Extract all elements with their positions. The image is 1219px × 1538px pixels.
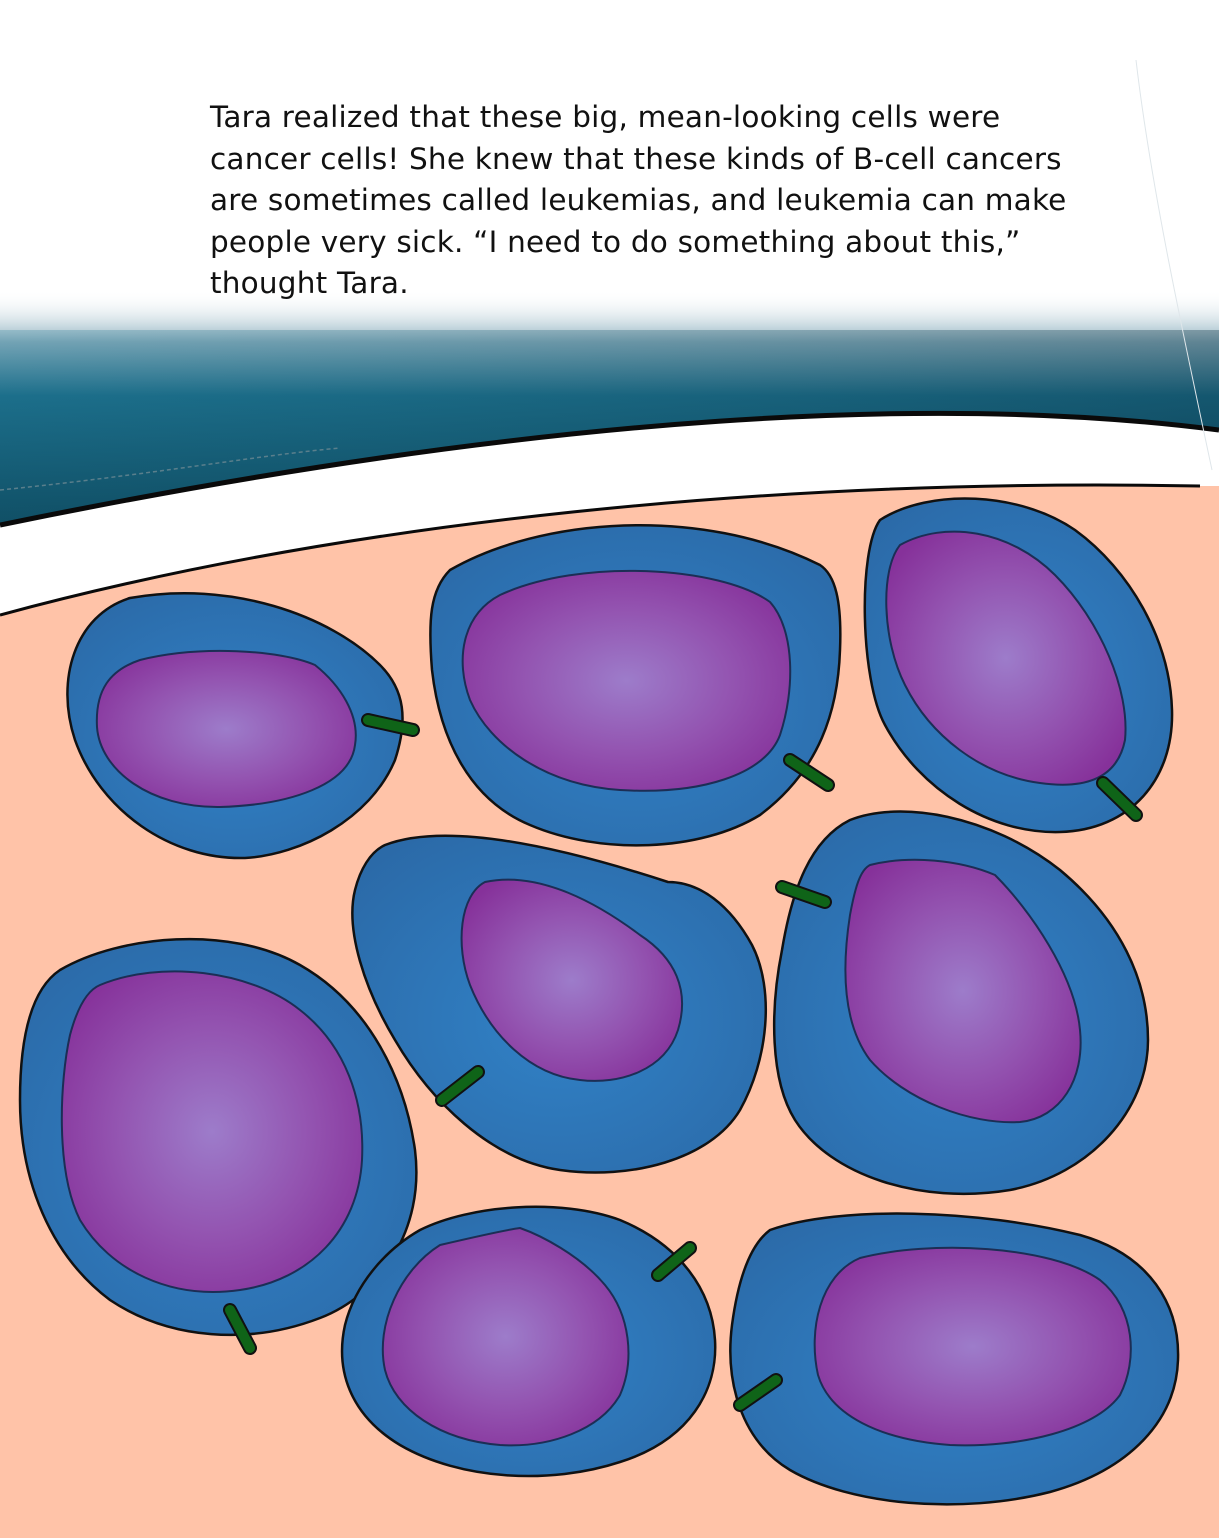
- vessel-band: [0, 290, 1219, 528]
- story-line: Tara realized that these big, mean-looki…: [210, 100, 1001, 134]
- cancer-cell: [351, 834, 767, 1174]
- story-line: are sometimes called leukemias, and leuk…: [210, 183, 1067, 217]
- story-text: Tara realized that these big, mean-looki…: [210, 97, 1140, 305]
- story-line: thought Tara.: [210, 266, 409, 300]
- cancer-cell: [66, 591, 420, 860]
- cancer-cell: [729, 1212, 1180, 1506]
- story-line: cancer cells! She knew that these kinds …: [210, 141, 1062, 176]
- story-line: people very sick. “I need to do somethin…: [210, 224, 1021, 259]
- cancer-cell: [340, 1205, 717, 1478]
- cancer-cell: [772, 810, 1150, 1196]
- cancer-cell: [429, 523, 842, 847]
- cancer-cell: [18, 937, 418, 1355]
- cancer-cell: [863, 497, 1174, 834]
